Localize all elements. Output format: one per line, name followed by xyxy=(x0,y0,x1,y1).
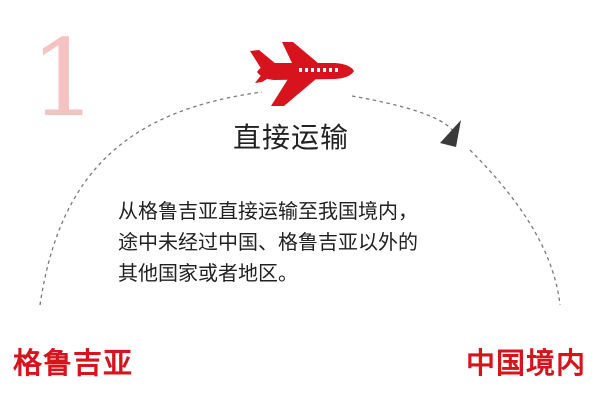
description-line: 途中未经过中国、格鲁吉亚以外的 xyxy=(118,230,418,254)
route-description: 从格鲁吉亚直接运输至我国境内， 途中未经过中国、格鲁吉亚以外的 其他国家或者地区… xyxy=(118,196,490,289)
destination-label: 中国境内 xyxy=(466,346,587,380)
airplane-icon xyxy=(250,42,354,106)
description-line: 其他国家或者地区。 xyxy=(118,261,298,285)
step-number: 1 xyxy=(30,17,98,140)
route-arc-left xyxy=(39,91,263,306)
route-title: 直接运输 xyxy=(233,121,350,154)
description-line: 从格鲁吉亚直接运输至我国境内， xyxy=(118,199,418,223)
route-arc-right xyxy=(351,95,561,306)
origin-label: 格鲁吉亚 xyxy=(13,346,134,380)
arrowhead-icon xyxy=(440,120,461,147)
